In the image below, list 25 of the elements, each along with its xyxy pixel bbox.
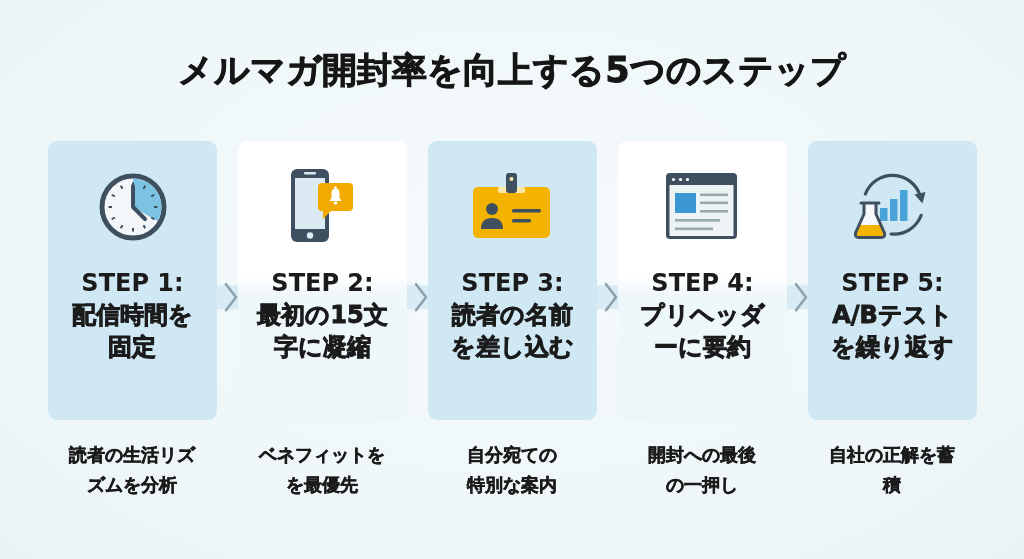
step-title: 配信時間を固定	[71, 300, 194, 363]
step-number: STEP 1:	[80, 268, 185, 299]
step-card	[428, 141, 597, 420]
step-card	[238, 141, 407, 420]
arrow	[787, 282, 808, 312]
step-description: ベネフィットをを最優先	[257, 443, 387, 497]
step-number: STEP 2:	[270, 268, 375, 299]
step-card	[48, 141, 217, 420]
arrow	[407, 282, 428, 312]
step-number: STEP 5:	[840, 268, 945, 299]
arrow	[597, 282, 618, 312]
step-number: STEP 3:	[460, 268, 565, 299]
step-title: 最初の15文字に凝縮	[256, 300, 389, 363]
step-title: プリヘッダーに要約	[639, 300, 766, 363]
step-number: STEP 4:	[650, 268, 755, 299]
diagram-title: メルマガ開封率を向上する5つのステップ	[177, 49, 848, 92]
step-card	[618, 141, 787, 420]
step-description: 自分宛ての特別な案内	[465, 443, 559, 497]
step-description: 読者の生活リズズムを分析	[67, 443, 197, 497]
step-description: 自社の正解を蓄積	[828, 443, 957, 497]
step-title: 読者の名前を差し込む	[450, 300, 575, 363]
step-title: A/Bテストを繰り返す	[830, 300, 955, 363]
step-description: 開封への最後の一押し	[647, 443, 758, 497]
step-card	[808, 141, 977, 420]
arrow	[217, 282, 238, 312]
